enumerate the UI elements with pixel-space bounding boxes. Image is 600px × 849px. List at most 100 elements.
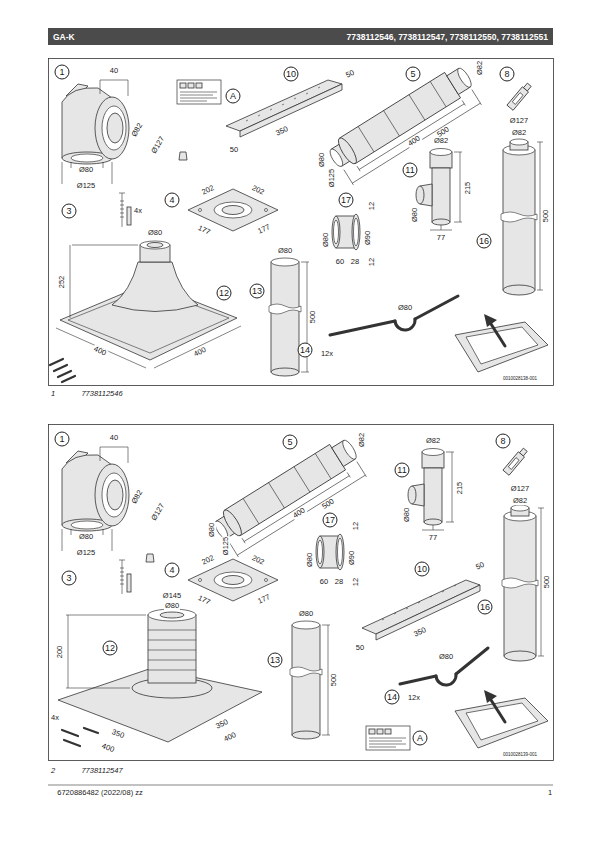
panel-two-parts xyxy=(503,447,528,475)
dimension-label: Ø145 xyxy=(162,592,182,600)
dimension-label: 50 xyxy=(474,560,487,571)
dimension-label: 400 xyxy=(406,134,422,148)
dimension-label: 202 xyxy=(200,184,216,197)
dimension-label: 350 xyxy=(412,626,428,639)
panel-one-parts xyxy=(507,82,532,110)
panel-two-parts xyxy=(502,505,544,661)
dimension-label: 350 xyxy=(110,728,126,740)
dimension-label: Ø80 xyxy=(78,533,94,541)
panel-two-parts xyxy=(160,612,184,618)
dimension-label: Ø127 xyxy=(510,485,530,493)
panel-two-parts xyxy=(210,435,370,559)
header-code: GA-K xyxy=(53,32,75,42)
dimension-label: 28 xyxy=(334,578,344,586)
panel-one-parts xyxy=(147,243,163,248)
dimension-label: 500 xyxy=(309,310,317,325)
panel-one-parts xyxy=(269,258,309,376)
callout-number: 1 xyxy=(55,432,70,447)
panel-two-parts xyxy=(290,621,330,739)
panel-two-parts xyxy=(62,728,98,746)
dimension-label: 350 xyxy=(274,125,290,138)
callout-number: 14 xyxy=(298,343,313,358)
header-band: GA-K 7738112546, 7738112547, 7738112550, … xyxy=(48,28,553,45)
dimension-label: Ø80 xyxy=(322,232,330,248)
dimension-label: 12x xyxy=(320,350,334,358)
dimension-label: Ø82 xyxy=(130,121,145,139)
callout-number: 14 xyxy=(385,690,400,705)
callout-number: 3 xyxy=(62,571,77,586)
dimension-label: Ø127 xyxy=(509,117,529,125)
callout-number: 13 xyxy=(250,284,265,299)
panel-two-parts xyxy=(436,674,456,685)
panel-one-parts xyxy=(395,319,415,330)
panel-frames xyxy=(49,425,554,761)
panel-one-parts xyxy=(56,245,241,368)
panel-one-parts xyxy=(119,193,131,227)
dimension-label: Ø82 xyxy=(511,129,527,137)
dimension-label: 350 xyxy=(214,718,230,731)
callout-number: 5 xyxy=(283,435,298,450)
callout-number: 11 xyxy=(395,463,410,478)
dimension-label: 202 xyxy=(250,184,266,197)
callout-number: 12 xyxy=(217,286,232,301)
dimension-label: Ø82 xyxy=(130,488,145,506)
dimension-label: Ø125 xyxy=(76,182,96,190)
dimension-label: 77 xyxy=(436,234,446,242)
panel-one-parts xyxy=(246,87,320,121)
dimension-label: 215 xyxy=(456,481,464,496)
dimension-label: Ø82 xyxy=(358,432,366,448)
callout-number: 1 xyxy=(55,65,70,80)
dimension-label: 12 xyxy=(352,521,360,531)
dimension-label: Ø80 xyxy=(78,166,94,174)
panel-one-parts xyxy=(50,359,75,382)
dimension-label: Ø80 xyxy=(306,552,314,568)
dimension-label: 202 xyxy=(250,554,266,567)
panel-two-parts xyxy=(148,630,196,670)
panel-one-parts xyxy=(226,80,342,131)
dimension-label: Ø90 xyxy=(364,230,372,246)
image-code: 0010028139-001 xyxy=(502,753,538,758)
dimension-label: Ø80 xyxy=(397,304,413,312)
figure-caption: 1 xyxy=(50,390,56,398)
dimension-label: Ø80 xyxy=(318,152,326,168)
panel-one-parts xyxy=(177,80,221,104)
callout-number: 8 xyxy=(496,434,511,449)
panel-two-parts xyxy=(400,676,436,684)
dimension-label: 40 xyxy=(109,434,119,442)
dimension-label: 500 xyxy=(543,575,551,590)
panel-two-parts xyxy=(382,585,456,620)
dimension-label: 40 xyxy=(109,67,119,75)
callout-number: 17 xyxy=(339,193,354,208)
dimension-label: 4x xyxy=(133,207,143,215)
panel-one-parts xyxy=(330,321,395,335)
dimension-label: Ø82 xyxy=(512,497,528,505)
dimension-label: 400 xyxy=(100,742,116,754)
footer-text: 1 xyxy=(547,789,553,797)
callout-number: 3 xyxy=(62,204,77,219)
callout-number: 11 xyxy=(403,163,418,178)
panel-frames xyxy=(48,785,553,786)
callout-number: 17 xyxy=(323,513,338,528)
panel-one-parts xyxy=(415,296,458,319)
footer-text: 6720886482 (2022/08) zz xyxy=(56,789,144,797)
dimension-label: 4x xyxy=(50,714,60,722)
dimension-label: 400 xyxy=(92,345,108,358)
callout-number: 16 xyxy=(477,234,492,249)
panel-two-parts xyxy=(316,534,344,570)
dimension-label: Ø80 xyxy=(438,653,454,661)
callout-number: 13 xyxy=(268,653,283,668)
panel-one-parts xyxy=(416,149,462,231)
figure-caption: 2 xyxy=(50,767,56,775)
panel-one-parts xyxy=(62,80,129,184)
dimension-label: 177 xyxy=(196,594,212,607)
dimension-label: Ø80 xyxy=(164,602,180,610)
panel-two-parts xyxy=(376,585,480,640)
dimension-label: Ø82 xyxy=(425,437,441,445)
dimension-label: 177 xyxy=(196,224,212,237)
header-article-numbers: 7738112546, 7738112547, 7738112550, 7738… xyxy=(347,32,548,42)
dimension-label: 400 xyxy=(291,506,307,520)
dimension-label: 50 xyxy=(355,644,365,652)
dimension-label: 60 xyxy=(319,578,329,586)
dimension-label: 50 xyxy=(344,68,357,79)
